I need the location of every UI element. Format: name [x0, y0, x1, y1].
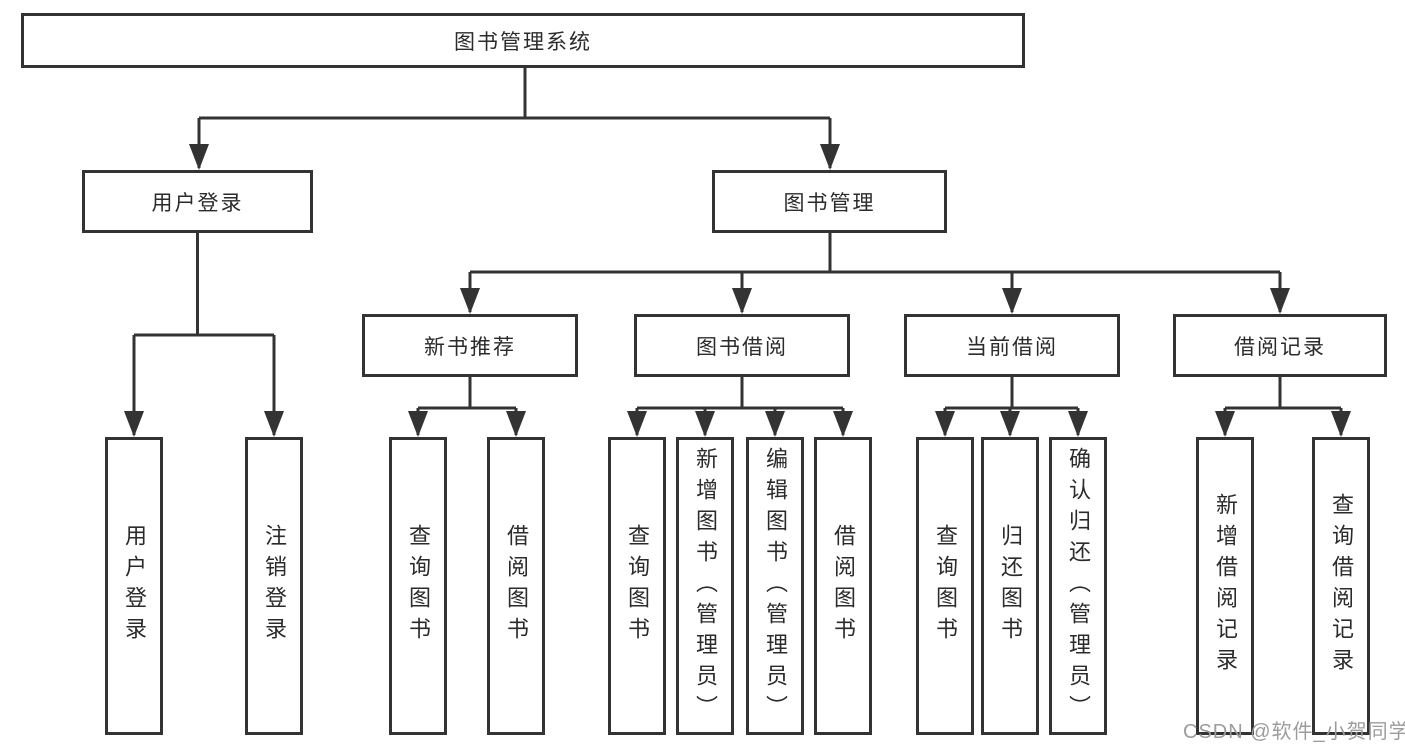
leaf-query-books-borrow: 查询图书: [608, 437, 666, 735]
arrowhead: [935, 411, 955, 437]
leaf-label: 查询图书: [625, 524, 650, 648]
node-current-borrow: 当前借阅: [904, 314, 1120, 377]
node-book-borrow: 图书借阅: [634, 314, 850, 377]
leaf-add-borrow-record: 新增借阅记录: [1196, 437, 1254, 735]
leaf-label: 确认归还（管理员）: [1066, 446, 1091, 726]
leaf-label: 新增图书（管理员）: [693, 446, 718, 726]
node-user-login-module: 用户登录: [82, 170, 313, 233]
leaf-label: 查询图书: [406, 524, 431, 648]
leaf-query-books-current: 查询图书: [916, 437, 974, 735]
leaf-label: 查询借阅记录: [1329, 493, 1354, 679]
leaf-label: 用户登录: [122, 524, 147, 648]
arrowhead: [1270, 288, 1290, 314]
node-borrow-records: 借阅记录: [1173, 314, 1387, 377]
node-label: 图书管理: [783, 191, 876, 215]
leaf-label: 注销登录: [262, 524, 287, 648]
leaf-label: 归还图书: [998, 524, 1023, 648]
leaf-user-login: 用户登录: [105, 437, 163, 735]
arrowhead: [695, 411, 715, 437]
leaf-label: 查询图书: [933, 524, 958, 648]
leaf-return-books: 归还图书: [981, 437, 1039, 735]
leaf-label: 借阅图书: [504, 524, 529, 648]
leaf-label: 编辑图书（管理员）: [763, 446, 788, 726]
leaf-query-borrow-record: 查询借阅记录: [1312, 437, 1370, 735]
leaf-query-books-recommend: 查询图书: [389, 437, 447, 735]
arrowhead: [264, 411, 284, 437]
arrowhead: [1215, 411, 1235, 437]
arrowhead: [408, 411, 428, 437]
leaf-edit-books-admin: 编辑图书（管理员）: [746, 437, 804, 735]
arrowhead: [506, 411, 526, 437]
arrowhead: [1331, 411, 1351, 437]
arrowhead: [627, 411, 647, 437]
arrowhead: [1068, 411, 1088, 437]
arrowhead: [189, 144, 209, 170]
leaf-add-books-admin: 新增图书（管理员）: [676, 437, 734, 735]
arrowhead: [1002, 288, 1022, 314]
csdn-watermark: CSDN @软件_小贺同学: [1183, 721, 1405, 743]
arrowhead: [460, 288, 480, 314]
node-label: 图书管理系统: [454, 30, 592, 54]
node-label: 用户登录: [151, 191, 244, 215]
node-label: 新书推荐: [424, 335, 516, 359]
node-label: 当前借阅: [966, 335, 1058, 359]
leaf-confirm-return-admin: 确认归还（管理员）: [1049, 437, 1107, 735]
arrowhead: [833, 411, 853, 437]
leaf-label: 新增借阅记录: [1213, 493, 1238, 679]
arrowhead: [124, 411, 144, 437]
leaf-label: 借阅图书: [831, 524, 856, 648]
node-book-management-module: 图书管理: [712, 170, 947, 233]
leaf-borrow-books-recommend: 借阅图书: [487, 437, 545, 735]
arrowhead: [732, 288, 752, 314]
node-library-management-system: 图书管理系统: [21, 13, 1025, 68]
node-new-book-recommend: 新书推荐: [362, 314, 578, 377]
arrowhead: [1000, 411, 1020, 437]
node-label: 借阅记录: [1234, 335, 1326, 359]
arrowhead: [820, 144, 840, 170]
leaf-borrow-books: 借阅图书: [814, 437, 872, 735]
arrowhead: [765, 411, 785, 437]
leaf-logout: 注销登录: [245, 437, 303, 735]
node-label: 图书借阅: [696, 335, 788, 359]
